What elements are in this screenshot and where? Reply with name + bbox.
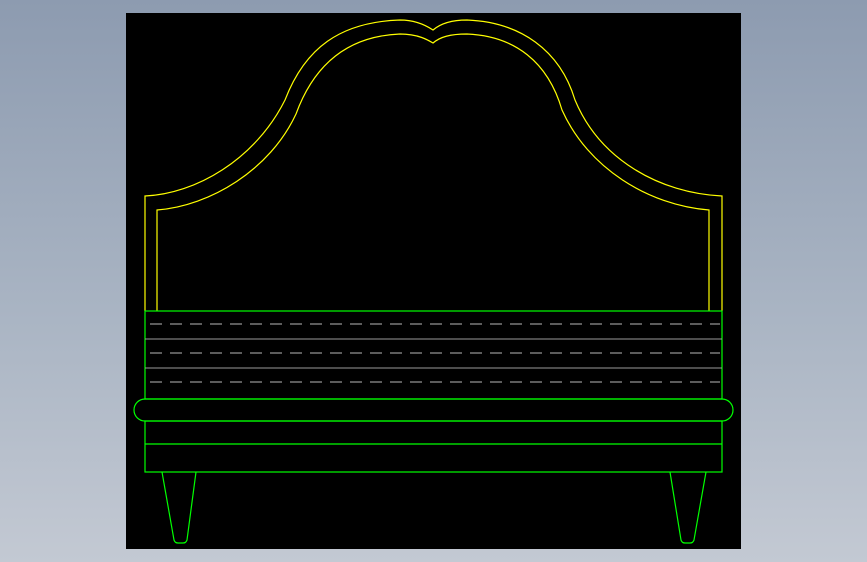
cad-viewport[interactable] [126,13,741,549]
headboard-inner-outline [156,33,710,311]
headboard-outer-outline [144,19,723,311]
left-leg [161,471,197,544]
bed-base [144,420,723,473]
bed-rail [133,398,734,422]
right-leg [669,471,707,544]
